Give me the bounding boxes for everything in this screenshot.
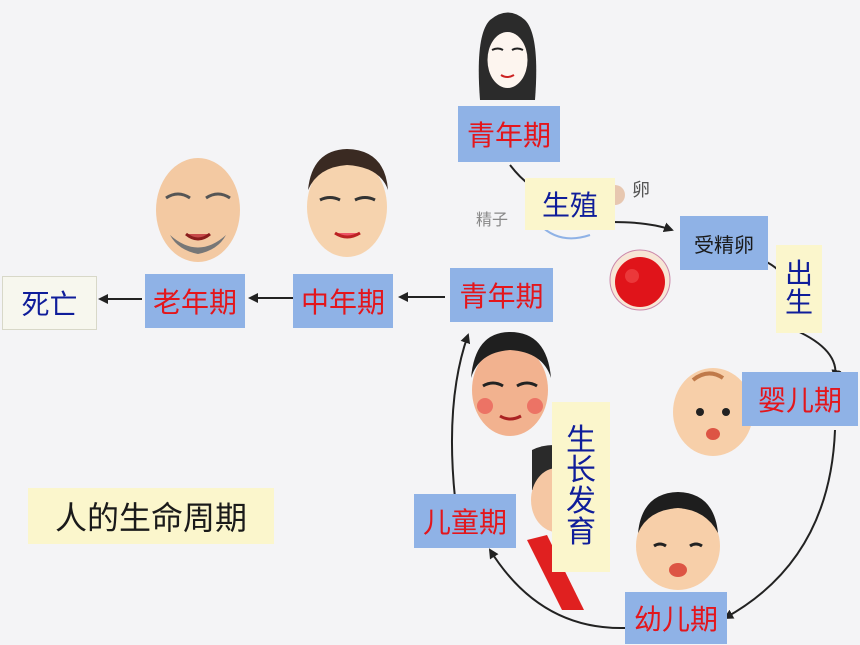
- arc-reproduction-to-zygote: [611, 221, 674, 232]
- middle-aged-man-face-icon: [307, 149, 388, 257]
- stage-infancy: 婴儿期: [742, 372, 858, 426]
- process-growth-char-4: 育: [566, 514, 596, 550]
- stage-old-age: 老年期: [145, 274, 245, 328]
- stage-death: 死亡: [2, 276, 97, 330]
- young-woman-face-icon: [478, 12, 537, 100]
- process-growth-char-1: 生: [566, 422, 596, 458]
- old-man-face-icon: [156, 158, 240, 262]
- process-reproduction: 生殖: [525, 178, 615, 230]
- stage-youth-top: 青年期: [458, 106, 560, 162]
- stage-youth-mid: 青年期: [450, 268, 553, 322]
- arc-infancy-to-early-childhood: [723, 429, 836, 619]
- toddler-face-icon: [636, 492, 720, 590]
- process-birth-char-2: 生: [784, 286, 813, 319]
- diagram-title: 人的生命周期: [28, 488, 274, 544]
- baby-face-icon: [673, 368, 753, 456]
- stage-early-childhood: 幼儿期: [625, 592, 727, 644]
- egg-label: 卵: [632, 180, 650, 201]
- arc-early-childhood-to-childhood: [488, 548, 626, 630]
- stage-zygote: 受精卵: [680, 216, 768, 270]
- stage-middle-age: 中年期: [293, 274, 393, 328]
- process-growth-char-3: 发: [566, 484, 596, 519]
- youth-boy-face-icon: [471, 332, 551, 436]
- stage-childhood: 儿童期: [414, 494, 516, 548]
- process-birth: 出 生: [776, 245, 822, 333]
- sperm-label: 精子: [476, 210, 509, 229]
- arc-zygote-to-infancy: [794, 329, 842, 380]
- process-birth-char-1: 出: [784, 257, 813, 291]
- zygote-cell-icon: [609, 249, 671, 311]
- process-growth-char-2: 长: [566, 453, 596, 489]
- arc-childhood-to-youth: [450, 333, 471, 499]
- process-growth: 生 长 发 育: [552, 402, 610, 572]
